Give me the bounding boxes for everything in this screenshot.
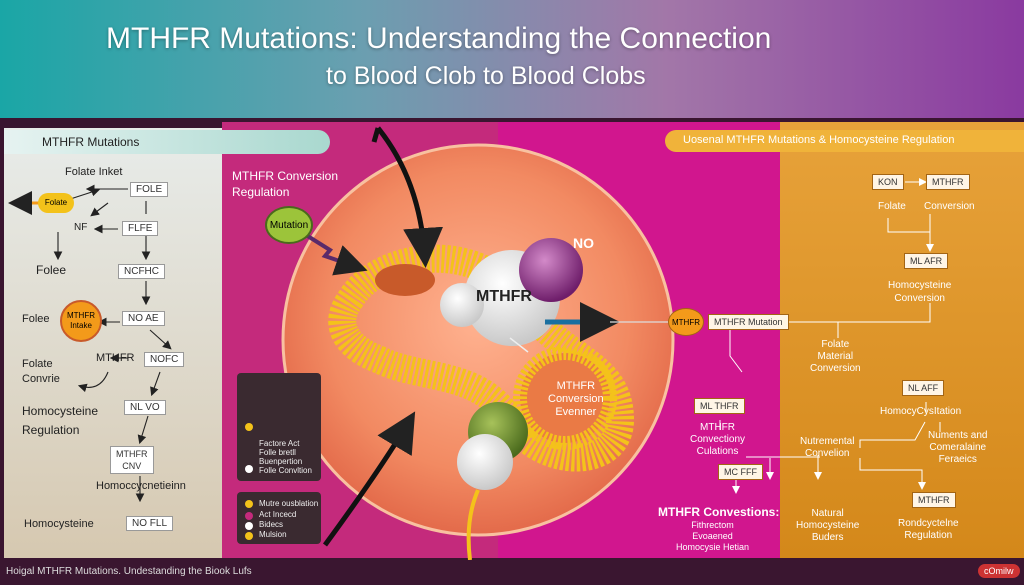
- folate-material-label: Folate Material Conversion: [810, 339, 861, 374]
- legend1-item-1: Factore Act: [259, 439, 300, 448]
- folate-label: Folate: [878, 201, 906, 212]
- arrow-top-head: [371, 127, 381, 143]
- folate-convrie-label: Folate Convrie: [22, 358, 60, 385]
- legend-box-2: Mutre ousblation Act Incecd Bidecs Mulsi…: [237, 492, 321, 544]
- arrow-top: [376, 126, 444, 268]
- right-panel-title-bar: Uosenal MTHFR Mutations & Homocysteine R…: [665, 130, 1024, 152]
- ml-aff-box: NL AFF: [902, 380, 945, 396]
- nutrimental-label: Nutremental Convelion: [800, 436, 855, 459]
- legend2-dot-2: [245, 512, 253, 520]
- legend2-dot-3: [245, 522, 253, 530]
- mthfr-mutation-box: MTHFR Mutation: [708, 314, 789, 330]
- left-panel-title-bar: MTHFR Mutations: [4, 130, 330, 154]
- conversion-label: Conversion: [924, 201, 975, 212]
- page-title: MTHFR Mutations: Understanding the Conne…: [106, 22, 772, 55]
- legend2-item-1: Mutre ousblation: [259, 499, 319, 508]
- header-banner: [0, 0, 1024, 118]
- mutation-arrow: [304, 233, 368, 276]
- box-noae: NO AE: [122, 311, 165, 326]
- box-ncfhc: NCFHC: [118, 264, 165, 279]
- mlthfr-box: ML THFR: [694, 398, 745, 414]
- mthfr-intake-label: MTHFR Intake: [67, 311, 95, 330]
- homocycnetieinn-label: Homoccycnetieinn: [96, 480, 186, 492]
- legend1-dot-yellow: [245, 423, 253, 431]
- legend1-dot-white: [245, 465, 253, 473]
- legend2-item-4: Mulsion: [259, 530, 287, 539]
- box-fole: FOLE: [130, 182, 169, 197]
- box-nofll: NO FLL: [126, 516, 174, 531]
- mthfr-convectiony-label: MTHFR Convectiony Culations: [690, 422, 746, 457]
- footer-text: Hoigal MTHFR Mutations. Undestanding the…: [6, 566, 252, 577]
- bottom-regulation-label: Rondcyctelne Regulation: [898, 518, 959, 541]
- arrow-bottom-yellow: [466, 489, 480, 561]
- natural-homocysteine-label: Natural Homocysteine Buders: [796, 508, 860, 543]
- folate-inket-label: Folate Inket: [65, 166, 123, 178]
- conventions-title: MTHFR Convestions:: [658, 505, 780, 519]
- mthfr-box-1: MTHFR: [926, 174, 970, 190]
- ml-afr-box: ML AFR: [904, 253, 949, 269]
- inner-cell: [513, 346, 617, 450]
- mthfr-box-low: MTHFR: [912, 492, 956, 508]
- folee-label-1: Folee: [36, 263, 67, 277]
- conversion-regulation-label: MTHFR Conversion Regulation: [232, 169, 339, 199]
- nf-label: NF: [74, 222, 88, 233]
- no-label: NO: [573, 235, 594, 251]
- white-sphere-small: [440, 283, 484, 327]
- box-nlvo: NL VO: [124, 400, 166, 415]
- footer: [0, 560, 1024, 585]
- no-sphere: [519, 238, 583, 302]
- conventions-subtitle: Fithrectom Evoaened Homocysie Hetian: [676, 520, 750, 552]
- footer-logo: cOmilw: [978, 564, 1020, 578]
- ring-hole: [375, 264, 435, 296]
- mthfr-main-label: MTHFR: [476, 288, 532, 305]
- legend2-dot-1: [245, 500, 253, 508]
- pointer-line: [509, 337, 529, 353]
- homocysteine-regulation-label: Homocysteine Regulation: [22, 404, 99, 437]
- legend2-item-3: Bidecs: [259, 520, 284, 529]
- page-subtitle: to Blood Clob to Blood Clobs: [326, 62, 646, 90]
- mthfr-cnv-box: MTHFR CNV: [110, 446, 154, 474]
- legend1-item-2: Folle bretll: [259, 448, 296, 457]
- homocystation-label: HomocyCysItation: [880, 406, 962, 417]
- inner-caption: MTHFR Conversion Evenner: [548, 380, 604, 418]
- right-panel: [780, 122, 1024, 558]
- right-panel-title: Uosenal MTHFR Mutations & Homocysteine R…: [683, 134, 955, 146]
- membrane-ring: [328, 244, 635, 472]
- numents-label: Numents and Comeralaine Feraeics: [928, 430, 988, 465]
- mthfr-small-label: MTHFR: [96, 352, 135, 364]
- mc-ff-box: MC FFF: [718, 464, 763, 480]
- mutation-chip-label: MTHFR: [672, 317, 700, 327]
- mthfr-intake-node: MTHFR Intake: [60, 300, 102, 342]
- legend1-item-3: Buenpertion: [259, 457, 303, 466]
- legend2-item-2: Act Incecd: [259, 510, 297, 519]
- legend-box-1: Factore Act Folle bretll Buenpertion Fol…: [237, 373, 321, 481]
- box-nofc: NOFC: [144, 352, 185, 367]
- folee-label-2: Folee: [22, 313, 50, 325]
- box-flfe: FLFE: [122, 221, 159, 236]
- mutation-chip: MTHFR: [668, 308, 704, 336]
- mthfr-cnv-label: MTHFR CNV: [116, 449, 148, 471]
- left-panel-title: MTHFR Mutations: [42, 135, 140, 149]
- mutation-node-label: Mutation: [269, 219, 309, 231]
- homocysteine-conversion-label: Homocysteine Conversion: [888, 280, 952, 304]
- white-sphere-bottom: [457, 434, 513, 490]
- legend2-dot-4: [245, 532, 253, 540]
- arrow-bottom: [322, 411, 416, 547]
- kon-box: KON: [872, 174, 904, 190]
- homocysteine-bottom-label: Homocysteine: [24, 518, 94, 530]
- mutation-node: Mutation: [265, 206, 313, 244]
- legend1-item-4: Folle Convltion: [259, 466, 312, 475]
- folate-pill: Folate: [38, 193, 74, 213]
- folate-pill-label: Folate: [44, 198, 68, 207]
